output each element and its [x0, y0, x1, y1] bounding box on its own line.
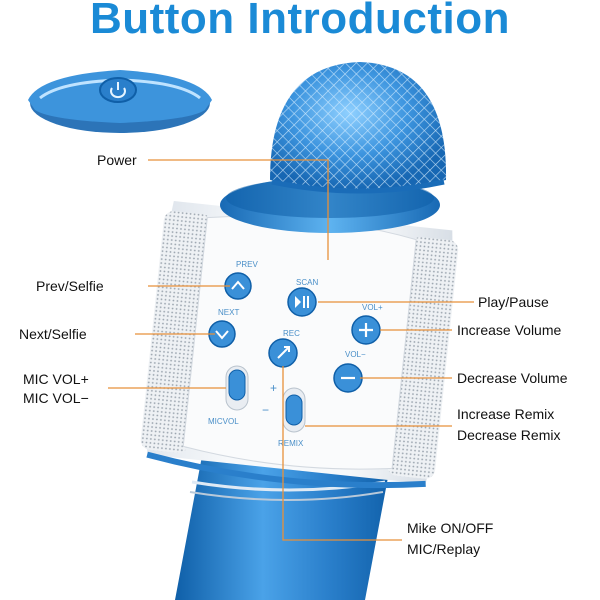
prev-button[interactable]: [224, 272, 252, 300]
label-mic-vol-plus: MIC VOL+: [23, 371, 89, 387]
label-mic-vol-minus: MIC VOL−: [23, 390, 89, 406]
page-title: Button Introduction: [89, 0, 511, 43]
label-decrease-volume: Decrease Volume: [457, 370, 568, 386]
micvol-text: MICVOL: [208, 417, 239, 426]
mic-mesh-head: [270, 62, 447, 194]
micvol-slider[interactable]: [225, 365, 249, 411]
remix-slider[interactable]: [282, 387, 306, 433]
label-power: Power: [97, 152, 137, 168]
label-next-selfie: Next/Selfie: [19, 326, 87, 342]
power-icon: [110, 82, 126, 99]
mic-body: [140, 201, 459, 489]
label-mic-replay: MIC/Replay: [407, 541, 481, 557]
micvol-plus-sign: +: [270, 381, 277, 395]
prev-text: PREV: [236, 260, 258, 269]
label-increase-remix: Increase Remix: [457, 406, 555, 422]
vol-minus-button[interactable]: [333, 363, 363, 393]
play-pause-button[interactable]: [287, 287, 317, 317]
vol-plus-button[interactable]: [351, 315, 381, 345]
next-icon: [215, 330, 229, 340]
label-increase-volume: Increase Volume: [457, 322, 562, 338]
mic-handle: [175, 440, 395, 600]
vol-minus-text: VOL−: [345, 350, 366, 359]
label-mike-on-off: Mike ON/OFF: [407, 520, 494, 536]
next-text: NEXT: [218, 308, 239, 317]
record-icon: [277, 346, 290, 359]
micvol-minus-sign: −: [262, 403, 269, 417]
play-pause-icon: [295, 296, 309, 308]
plus-icon: [359, 323, 373, 337]
remix-text: REMIX: [278, 439, 304, 448]
label-prev-selfie: Prev/Selfie: [36, 278, 104, 294]
label-decrease-remix: Decrease Remix: [457, 427, 561, 443]
prev-icon: [231, 280, 245, 290]
scan-text: SCAN: [296, 278, 318, 287]
rec-text: REC: [283, 329, 300, 338]
power-inset: [28, 70, 212, 133]
label-play-pause: Play/Pause: [478, 294, 549, 310]
rec-button[interactable]: [268, 338, 298, 368]
leader-lines: [108, 159, 474, 541]
vol-plus-text: VOL+: [362, 303, 383, 312]
